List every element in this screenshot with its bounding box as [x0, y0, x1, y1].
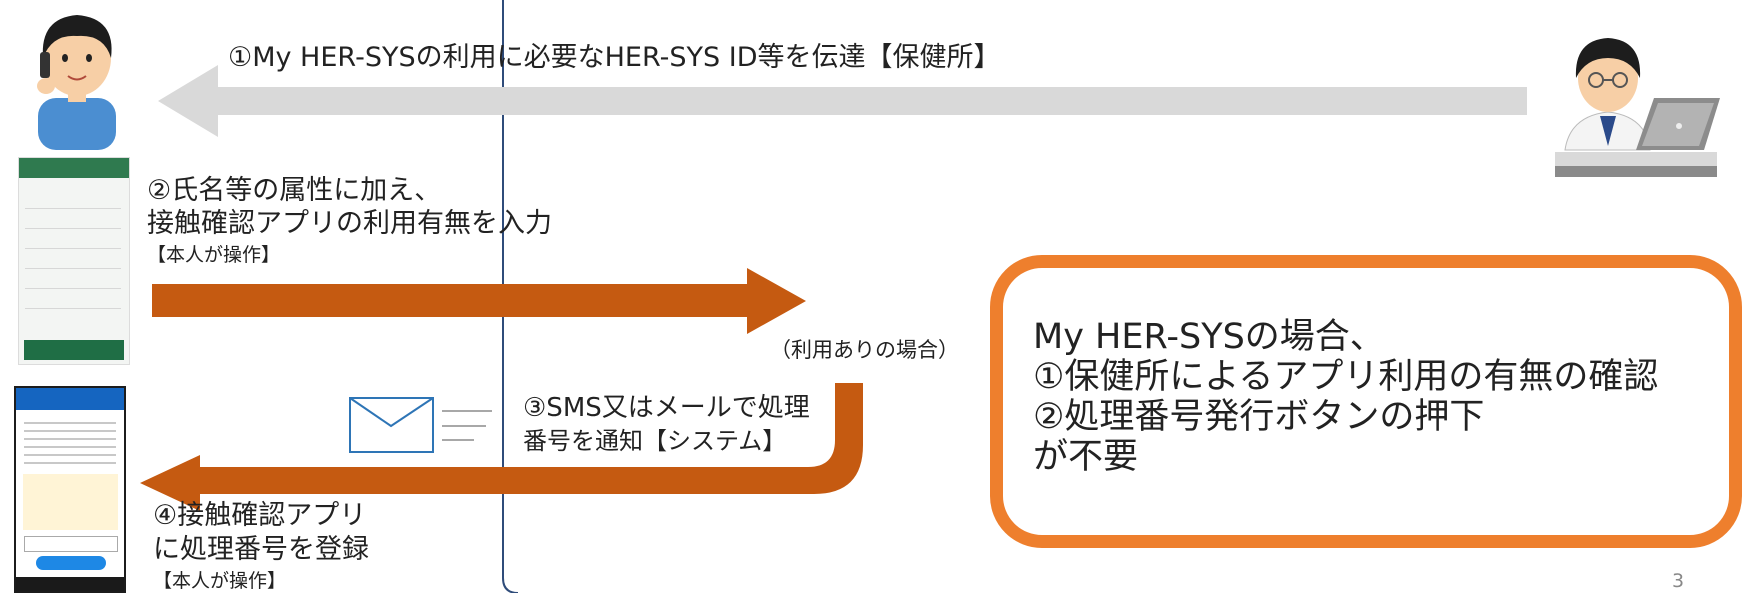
callout-line3: ②処理番号発行ボタンの押下	[1033, 397, 1485, 437]
step2-label-line1: ②氏名等の属性に加え、	[147, 175, 442, 206]
envelope-icon	[349, 397, 492, 453]
step4-label-line1: ④接触確認アプリ	[153, 500, 367, 531]
step3-arrow	[140, 383, 863, 511]
callout-line2: ①保健所によるアプリ利用の有無の確認	[1033, 357, 1659, 397]
notice-box	[23, 474, 118, 530]
register-button-thumbnail	[36, 556, 106, 570]
text-line	[24, 422, 116, 424]
android-nav-bar	[16, 577, 124, 591]
text-line	[24, 438, 116, 440]
step1-arrow	[158, 65, 1527, 137]
step1-label: ①My HER-SYSの利用に必要なHER-SYS ID等を伝達【保健所】	[228, 42, 1001, 73]
step4-label-line2: に処理番号を登録	[153, 534, 369, 565]
form-row	[25, 268, 121, 269]
step4-actor: 【本人が操作】	[153, 570, 287, 592]
callout-line1: My HER-SYSの場合、	[1033, 317, 1385, 357]
condition-label: （利用ありの場合）	[770, 338, 959, 362]
text-line	[24, 462, 116, 464]
form-submit-thumbnail	[24, 340, 124, 360]
callout-line4: が不要	[1033, 437, 1139, 477]
step3-label-line1: ③SMS又はメールで処理	[523, 393, 810, 423]
step2-arrow	[152, 268, 806, 334]
step2-actor: 【本人が操作】	[147, 244, 281, 266]
text-line	[24, 430, 116, 432]
person-on-phone-icon	[37, 15, 116, 150]
step2-label-line2: 接触確認アプリの利用有無を入力	[147, 208, 552, 239]
text-line	[24, 454, 116, 456]
page-number: 3	[1672, 570, 1685, 592]
step3-label-line2: 番号を通知【システム】	[523, 427, 787, 455]
form-screen-header	[19, 158, 129, 178]
app-registration-thumbnail	[14, 386, 126, 593]
code-input-thumbnail	[24, 536, 118, 552]
form-row	[25, 228, 121, 229]
form-row	[25, 248, 121, 249]
form-row	[25, 208, 121, 209]
doctor-at-laptop-icon	[1555, 38, 1720, 177]
form-row	[25, 308, 121, 309]
text-line	[24, 446, 116, 448]
form-row	[25, 288, 121, 289]
note-callout: My HER-SYSの場合、 ①保健所によるアプリ利用の有無の確認 ②処理番号発…	[990, 255, 1742, 548]
app-title-bar	[16, 388, 124, 410]
form-screen-thumbnail	[18, 157, 130, 365]
